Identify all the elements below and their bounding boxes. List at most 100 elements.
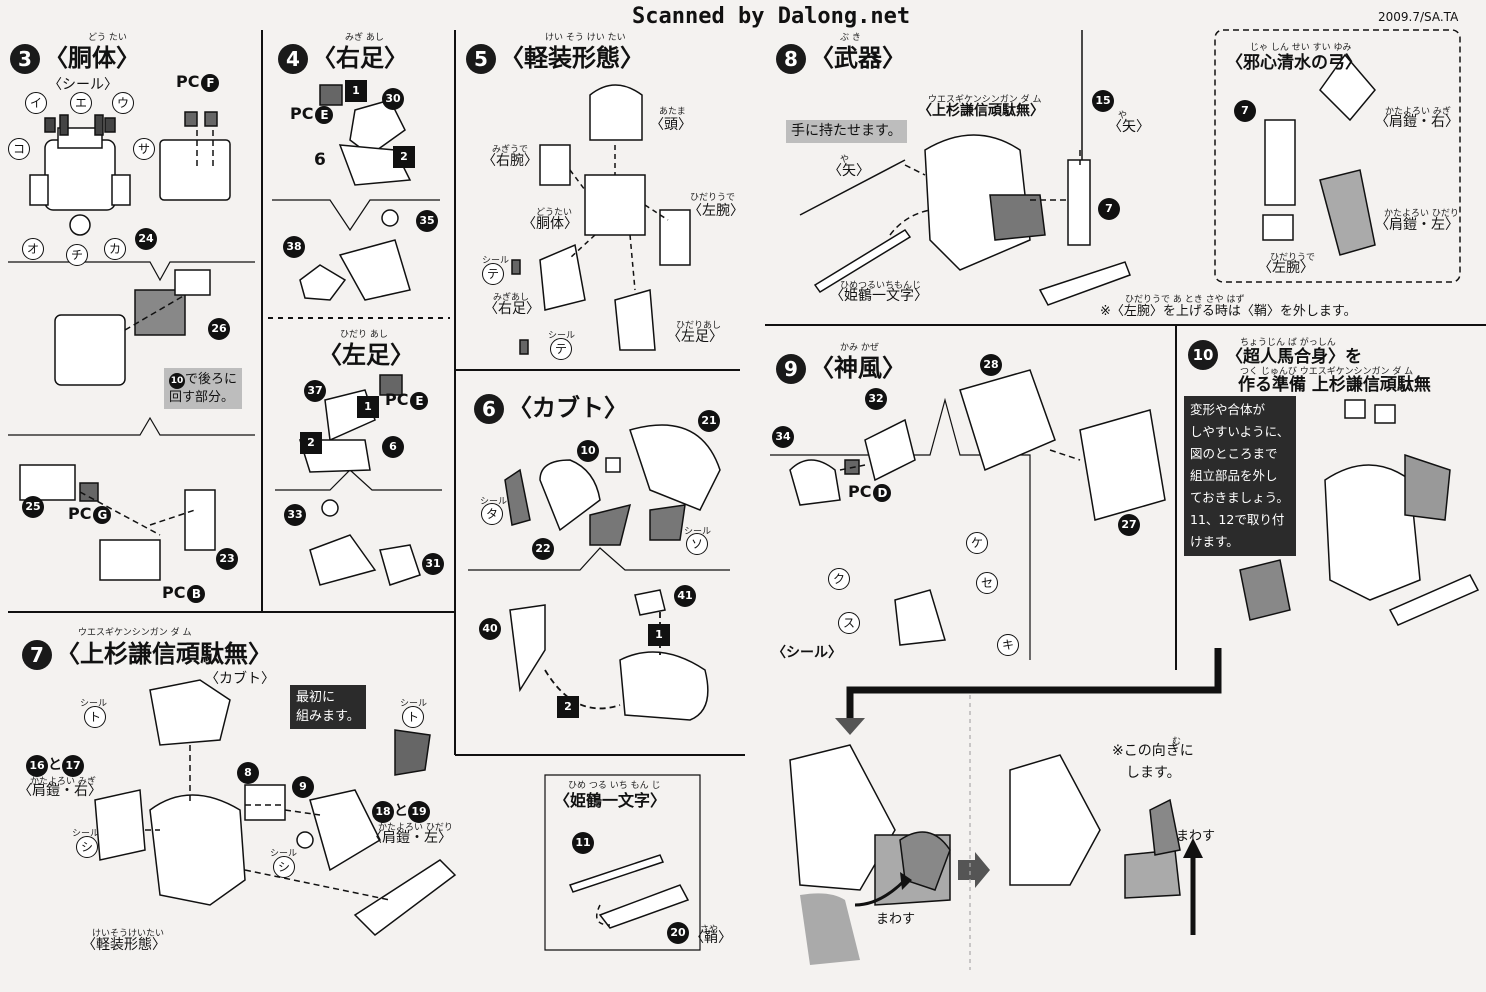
part-10: 10 — [577, 440, 599, 462]
torso-ruby: どうたい — [536, 208, 573, 218]
seal-to: ト — [84, 706, 106, 728]
uesugi-name: 〈上杉謙信頑駄無〉 — [918, 103, 1044, 119]
part-38: 38 — [283, 236, 305, 258]
step-number-6: 6 — [474, 394, 504, 424]
turn-label-left: まわす — [876, 912, 916, 927]
seal-label-9: 〈シール〉 — [772, 645, 842, 661]
rarm-ruby: みぎうで — [492, 145, 529, 155]
head-label: 〈頭〉 — [650, 117, 692, 133]
seal-ku: ク — [828, 568, 850, 590]
note-first-assemble: 最初に 組みます。 — [290, 685, 366, 729]
s4b-ruby: ひだり あし — [340, 330, 388, 340]
part-41: 41 — [674, 585, 696, 607]
shoulder-right-label: 〈肩鎧・右〉 — [18, 783, 102, 799]
seal-label: 〈シール〉 — [48, 77, 118, 93]
s7-ruby: ウエスギケンシンガン ダ ム — [78, 628, 192, 638]
section-7-title: 7〈上杉謙信頑駄無〉 — [22, 634, 272, 670]
first-line-2: 組みます。 — [296, 709, 360, 724]
note-line-1: で後ろに — [185, 372, 238, 387]
direction-note-2: します。 — [1126, 765, 1181, 781]
kata-r-ruby: かたよろい みぎ — [30, 777, 96, 787]
pc-d-label: PC — [848, 482, 872, 501]
note-ref-10: 10 — [169, 373, 185, 389]
step-2: 2 — [393, 146, 415, 168]
part-22: 22 — [532, 538, 554, 560]
bow-left-arm: 〈左腕〉 — [1258, 260, 1314, 276]
left-leg-label-5: 〈左足〉 — [667, 329, 723, 345]
dir-ruby: む — [1172, 737, 1182, 747]
step-6-2: 2 — [557, 696, 579, 718]
s9-ruby: かみ かぜ — [840, 343, 879, 353]
seal-ruby-te2: シール — [548, 331, 576, 341]
bow-kata-r-ruby: かたよろい みぎ — [1385, 107, 1451, 117]
part-30: 30 — [382, 88, 404, 110]
note10-l7: けます。 — [1190, 534, 1239, 549]
s10-title1-ruby: ちょうじん ば がっしん — [1240, 338, 1336, 348]
note-hold: 手に持たせます。 — [786, 120, 907, 143]
note10-l5: ておきましょう。 — [1190, 490, 1289, 505]
seal-su: ス — [838, 612, 860, 634]
bow-ruby: じゃ しん せい すい ゆみ — [1250, 43, 1352, 53]
part-23: 23 — [216, 548, 238, 570]
s5-title-text: 〈軽装形態〉 — [500, 44, 644, 72]
part-33: 33 — [284, 504, 306, 526]
part-11: 11 — [572, 832, 594, 854]
part-35: 35 — [416, 210, 438, 232]
seal-ruby-shi: シール — [72, 829, 100, 839]
part-37: 37 — [304, 380, 326, 402]
note10-l4: 組立部品を外し — [1190, 468, 1278, 483]
part-17: 17 — [62, 755, 84, 777]
part-9: 9 — [292, 776, 314, 798]
torso-label: 〈胴体〉 — [522, 216, 578, 232]
step-number-4: 4 — [278, 44, 308, 74]
seal-shi-2: シ — [273, 856, 295, 878]
right-arm-label: 〈右腕〉 — [482, 153, 538, 169]
head-ruby: あたま — [659, 107, 686, 117]
larm-ruby: ひだりうで — [690, 193, 736, 203]
part-34: 34 — [772, 426, 794, 448]
s4-ruby: みぎ あし — [345, 33, 384, 43]
seal-to-2: ト — [402, 706, 424, 728]
saya-ruby: さや — [700, 925, 719, 935]
s9-title-text: 〈神風〉 — [810, 354, 906, 382]
part-40: 40 — [479, 618, 501, 640]
seal-ruby-to-2: シール — [400, 699, 428, 709]
seal-so: ソ — [686, 533, 708, 555]
first-line-1: 最初に — [296, 690, 336, 705]
s10-title-line2: 作る準備 上杉謙信頑駄無 — [1238, 375, 1431, 395]
part-6: 6 — [314, 150, 326, 170]
himetsuru-title: 〈姫鶴一文字〉 — [554, 791, 667, 810]
seal-u: ウ — [112, 92, 134, 114]
part-8: 8 — [237, 762, 259, 784]
s6-title-text: 〈カブト〉 — [508, 394, 628, 422]
part-19: 19 — [408, 801, 430, 823]
pc-e2-label: PC — [385, 390, 409, 409]
seal-ka: カ — [104, 238, 126, 260]
s8-ruby: ぶ き — [840, 33, 861, 43]
note10-l2: しやすいように、 — [1190, 424, 1290, 439]
seal-ruby-ta: シール — [480, 497, 508, 507]
direction-note-1: ※この向きに — [1112, 743, 1194, 759]
seal-ki: キ — [997, 634, 1019, 656]
seal-te-2: テ — [550, 338, 572, 360]
part-7: 7 — [1098, 198, 1120, 220]
step-1b: 1 — [357, 396, 379, 418]
note10-l6: で取り付 — [1234, 512, 1285, 527]
seal-se: セ — [976, 572, 998, 594]
pc-g-letter: G — [93, 506, 112, 524]
note-transform-prep: 変形や合体が しやすいように、 図のところまで 組立部品を外し ておきましょう。… — [1184, 396, 1296, 556]
seal-ruby-te: シール — [482, 256, 510, 266]
note-line-2: 回す部分。 — [169, 390, 235, 405]
seal-ruby-so: シール — [684, 527, 712, 537]
bow-larm-ruby: ひだりうで — [1270, 253, 1316, 263]
scanner-credit: Scanned by Dalong.net — [632, 4, 911, 29]
pc-e2-letter: E — [410, 392, 429, 410]
part-18: 18 — [372, 801, 394, 823]
pc-f-label: PC — [176, 72, 200, 91]
section-9-title: 9〈神風〉 — [776, 348, 906, 384]
part-26: 26 — [208, 318, 230, 340]
